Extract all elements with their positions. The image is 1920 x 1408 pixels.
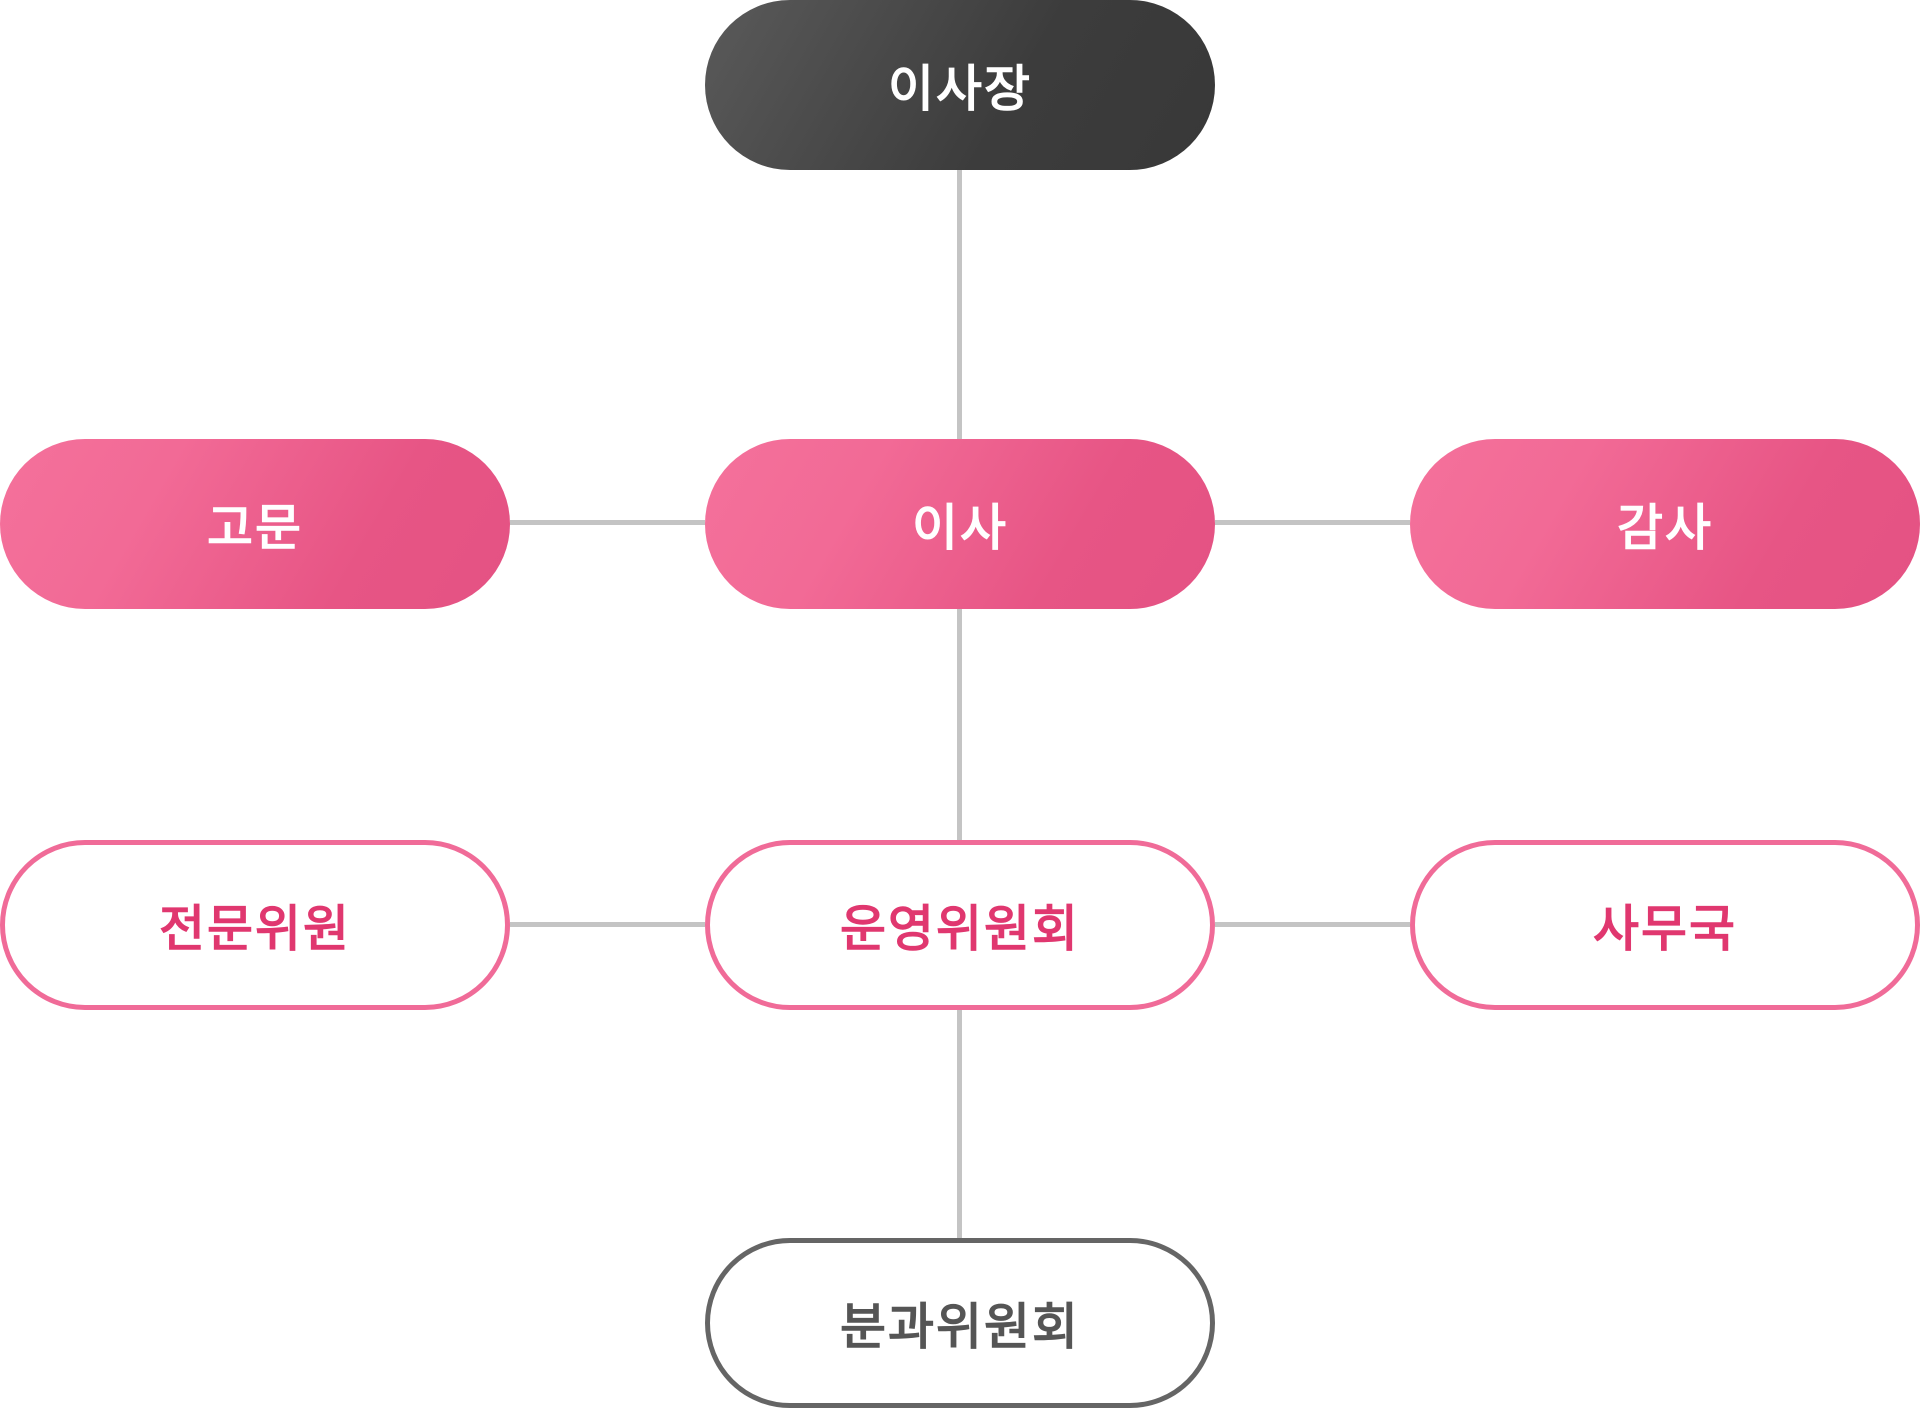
director-label: 이사: [912, 499, 1008, 557]
subcommittee-label: 분과위원회: [840, 1298, 1080, 1356]
connector-advisor-director: [510, 520, 705, 525]
auditor-label: 감사: [1617, 499, 1713, 557]
expert-member-node: 전문위원: [0, 840, 510, 1010]
secretariat-node: 사무국: [1410, 840, 1920, 1010]
steering-committee-label: 운영위원회: [840, 900, 1080, 958]
steering-committee-node: 운영위원회: [705, 840, 1215, 1010]
expert-member-label: 전문위원: [159, 900, 351, 958]
chairman-label: 이사장: [888, 60, 1032, 118]
connector-director-auditor: [1215, 520, 1410, 525]
director-node: 이사: [705, 439, 1215, 609]
advisor-node: 고문: [0, 439, 510, 609]
connector-steering-secretariat: [1215, 922, 1410, 927]
connector-director-steering: [957, 609, 962, 841]
secretariat-label: 사무국: [1593, 900, 1737, 958]
auditor-node: 감사: [1410, 439, 1920, 609]
subcommittee-node: 분과위원회: [705, 1238, 1215, 1408]
chairman-node: 이사장: [705, 0, 1215, 170]
connector-steering-subcommittee: [957, 1010, 962, 1240]
connector-chairman-director: [957, 170, 962, 440]
advisor-label: 고문: [207, 499, 303, 557]
connector-expert-steering: [510, 922, 705, 927]
